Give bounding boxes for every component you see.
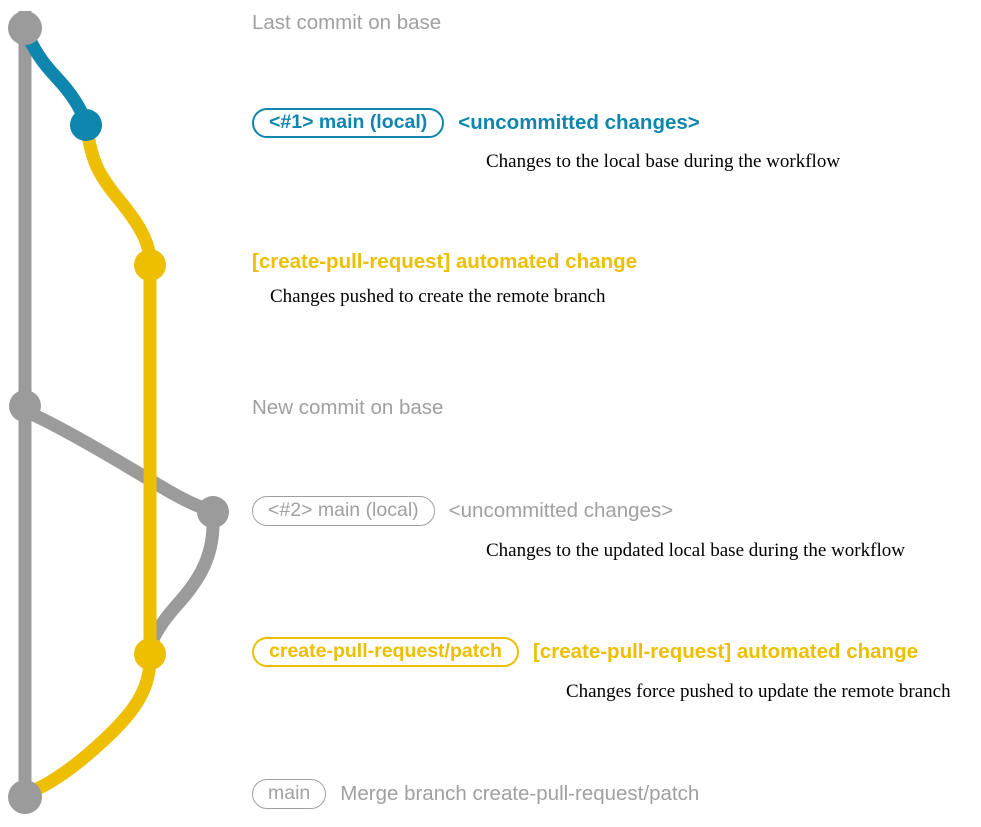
row-head: [create-pull-request] automated change [252,250,981,273]
node-local-1[interactable] [70,109,102,141]
node-base-new[interactable] [9,390,41,422]
git-graph [8,11,229,814]
commit-row-commit-3: <#2> main (local) <uncommitted changes> … [252,496,981,560]
row-head: New commit on base [252,396,981,419]
node-base-top[interactable] [8,11,42,45]
row-head: <#1> main (local) <uncommitted changes> [252,108,981,138]
commit-row-merge-commit: main Merge branch create-pull-request/pa… [252,779,981,809]
commit-headline: New commit on base [252,396,444,419]
edge-patch2-to-merge [23,654,157,799]
row-head: create-pull-request/patch [create-pull-r… [252,637,981,667]
commit-headline: Last commit on base [252,11,442,34]
edge-local1-to-patch1 [81,127,157,265]
commit-headline: [create-pull-request] automated change [252,250,638,273]
commit-headline: [create-pull-request] automated change [532,639,918,663]
commit-row-commit-2: [create-pull-request] automated change C… [252,250,981,307]
commit-headline: <uncommitted changes> [458,110,700,134]
commit-headline: <uncommitted changes> [448,498,674,522]
branch-tag-main-local-2[interactable]: <#2> main (local) [252,496,435,526]
edge-base-to-local1 [21,29,91,125]
commit-subline: Changes to the local base during the wor… [486,151,841,172]
commit-subline: Changes pushed to create the remote bran… [270,285,606,307]
commit-headline: Merge branch create-pull-request/patch [340,781,700,805]
commit-subline: Changes force pushed to update the remot… [566,681,951,702]
row-head: <#2> main (local) <uncommitted changes> [252,496,981,526]
commit-row-commit-4: create-pull-request/patch [create-pull-r… [252,637,981,701]
node-local-2[interactable] [197,496,229,528]
commit-row-new-commit-on-base: New commit on base [252,396,981,419]
branch-tag-main-local-1[interactable]: <#1> main (local) [252,108,445,138]
node-patch-1[interactable] [134,249,166,281]
commit-row-commit-1: <#1> main (local) <uncommitted changes> … [252,108,981,171]
node-base-merge[interactable] [8,780,42,814]
node-patch-2[interactable] [134,638,166,670]
commit-row-last-commit-on-base: Last commit on base [252,11,981,34]
branch-tag-main[interactable]: main [252,779,327,809]
branch-tag-create-pull-request-patch[interactable]: create-pull-request/patch [252,637,519,667]
row-head: main Merge branch create-pull-request/pa… [252,779,981,809]
commit-subline: Changes to the updated local base during… [486,540,905,561]
row-head: Last commit on base [252,11,981,34]
